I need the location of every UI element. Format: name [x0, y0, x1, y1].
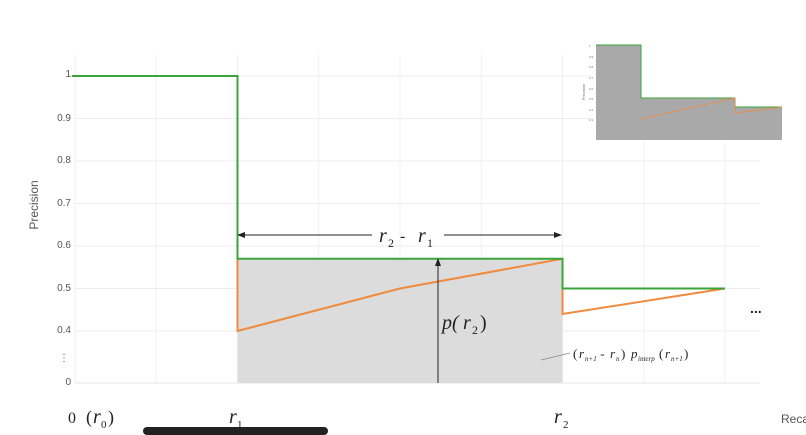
svg-text:p: p — [630, 346, 638, 361]
svg-text:): ) — [108, 407, 114, 428]
formula-label: ( r n+1 - r n ) p interp ( r n+1 ) — [573, 346, 688, 363]
svg-text:0: 0 — [101, 419, 107, 431]
svg-text:r: r — [229, 406, 237, 428]
svg-text:r: r — [379, 225, 387, 247]
y-axis-ticks: 1 0.9 0.8 0.7 0.6 0.5 0.4 ⋮ 0 — [57, 69, 71, 388]
svg-text:n+1: n+1 — [585, 355, 597, 363]
x-axis-title: Recall — [781, 412, 806, 426]
svg-text:p(: p( — [440, 312, 460, 334]
height-label: p( r 2 ) — [440, 312, 487, 337]
height-arrow — [435, 258, 441, 383]
svg-text:-: - — [396, 228, 409, 245]
width-arrow — [237, 232, 562, 238]
svg-text:2: 2 — [472, 323, 478, 337]
y-tick-label: ⋮ — [59, 353, 69, 364]
x-tick-r0: 0 ( r 0 ) — [68, 406, 114, 431]
svg-text:2: 2 — [563, 419, 569, 431]
y-tick-label: 0.7 — [57, 198, 71, 209]
y-tick-label: 0.6 — [57, 240, 71, 251]
svg-text:0.4: 0.4 — [589, 108, 594, 112]
y-tick-label: 0.8 — [57, 155, 71, 166]
ellipsis: ... — [750, 300, 762, 316]
svg-text:r: r — [93, 406, 101, 428]
x-tick-r1: r 1 — [229, 406, 243, 431]
y-tick-label: 0.4 — [57, 325, 71, 336]
svg-text:r: r — [554, 406, 562, 428]
svg-text:Precision: Precision — [581, 84, 586, 100]
svg-text:0.7: 0.7 — [589, 76, 594, 80]
svg-text:): ) — [684, 346, 688, 361]
svg-text:r: r — [579, 346, 585, 361]
svg-text:1: 1 — [237, 419, 243, 431]
svg-text:0.3: 0.3 — [589, 118, 594, 122]
svg-text:0.9: 0.9 — [589, 55, 594, 59]
y-axis-title: Precision — [27, 180, 41, 229]
svg-text:r: r — [418, 225, 426, 247]
svg-text:): ) — [480, 312, 487, 334]
svg-text:-: - — [597, 346, 608, 361]
x-tick-r2: r 2 — [554, 406, 569, 431]
series-line-green — [71, 75, 725, 290]
svg-text:): ) — [621, 346, 629, 361]
svg-text:(: ( — [659, 346, 663, 361]
svg-text:1: 1 — [427, 236, 433, 250]
svg-text:(: ( — [86, 407, 92, 428]
width-label: r 2 - r 1 — [379, 225, 433, 250]
svg-text:0: 0 — [68, 410, 76, 427]
svg-text:r: r — [665, 346, 671, 361]
svg-text:1: 1 — [589, 44, 591, 48]
svg-text:n+1: n+1 — [671, 355, 683, 363]
shaded-rectangle — [237, 258, 563, 383]
svg-text:2: 2 — [388, 236, 394, 250]
svg-text:0.6: 0.6 — [589, 87, 594, 91]
svg-text:0.5: 0.5 — [589, 97, 594, 101]
svg-text:0.8: 0.8 — [589, 65, 594, 69]
y-tick-label: 1 — [65, 69, 71, 80]
series-lines — [71, 75, 726, 333]
svg-text:(: ( — [573, 346, 577, 361]
svg-text:n: n — [616, 355, 620, 363]
horizontal-scrollbar[interactable] — [143, 427, 328, 435]
svg-text:r: r — [610, 346, 616, 361]
inset-chart: 1 0.9 0.8 0.7 0.6 0.5 0.4 0.3 Precision — [581, 42, 784, 142]
y-tick-label: 0.9 — [57, 113, 71, 124]
formula-leader — [540, 352, 571, 361]
y-tick-label: 0.5 — [57, 283, 71, 294]
shaded-area — [237, 258, 563, 383]
y-tick-label: 0 — [65, 377, 71, 388]
svg-text:interp: interp — [638, 355, 655, 363]
svg-text:r: r — [463, 312, 471, 334]
